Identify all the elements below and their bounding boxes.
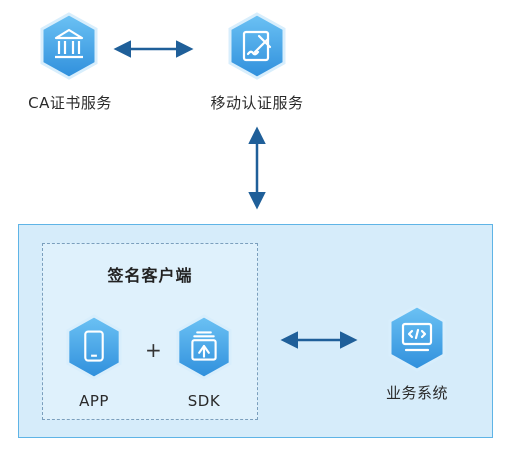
- mobile-auth-service-label: 移动认证服务: [210, 94, 304, 112]
- sdk-label: SDK: [187, 392, 221, 410]
- smartphone-icon: [66, 314, 122, 380]
- ca-service-label: CA证书服务: [28, 94, 112, 112]
- signature-edit-icon: [228, 12, 286, 80]
- stacked-package-icon: [176, 314, 232, 380]
- business-system-label: 业务系统: [385, 384, 449, 402]
- signing-client-title: 签名客户端: [107, 266, 193, 285]
- code-monitor-icon: [388, 304, 446, 372]
- app-label: APP: [79, 392, 109, 410]
- plus-sign: +: [145, 338, 162, 362]
- bank-icon: [40, 12, 98, 80]
